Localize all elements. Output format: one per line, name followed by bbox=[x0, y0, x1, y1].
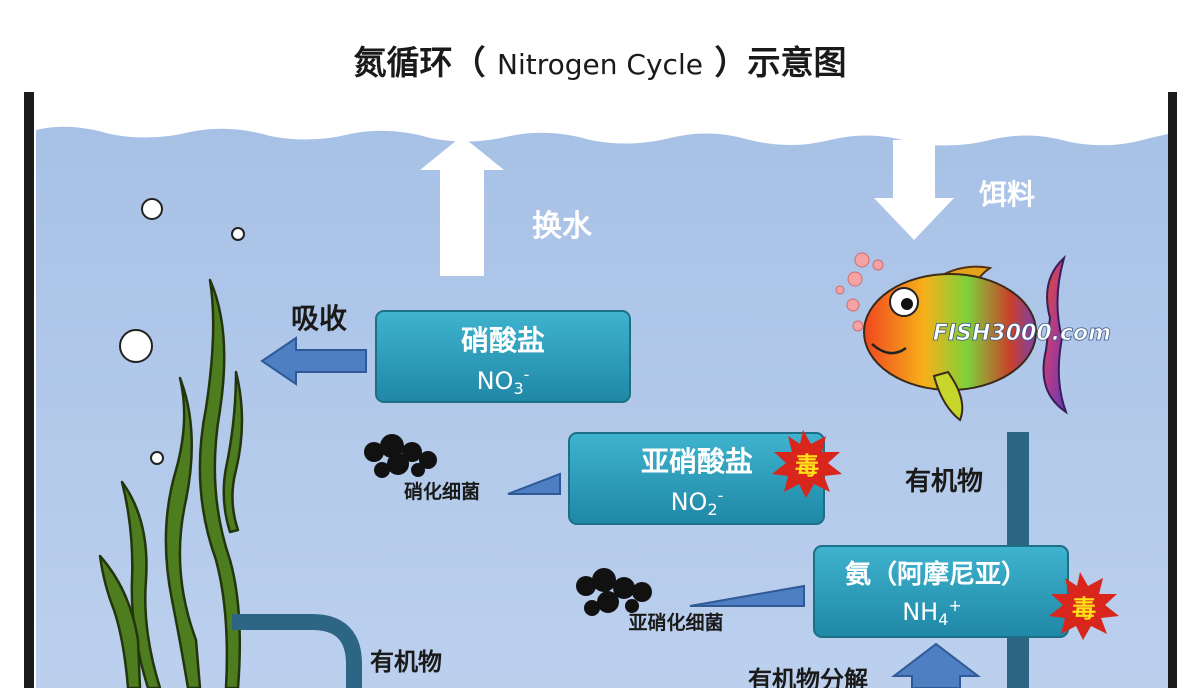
ammonia-name: 氨（阿摩尼亚） bbox=[845, 559, 1027, 590]
absorb-arrow bbox=[260, 336, 367, 386]
organic-decompose-label: 有机物分解 bbox=[748, 666, 868, 688]
toxic-star-ammonia: 毒 bbox=[1049, 572, 1119, 640]
nitrate-name: 硝酸盐 bbox=[461, 324, 545, 357]
feed-label: 饵料 bbox=[979, 178, 1035, 211]
water-change-label: 换水 bbox=[532, 209, 593, 244]
tank-wall-right bbox=[1168, 92, 1177, 688]
ammonia-to-nitrite-arrow bbox=[689, 584, 805, 607]
organic-right-label: 有机物 bbox=[905, 467, 983, 497]
ammonia-box: 氨（阿摩尼亚） NH4+ bbox=[813, 545, 1069, 638]
watermark-text: FISH3000.com bbox=[933, 321, 1111, 346]
nitrate-formula: NO3- bbox=[477, 365, 530, 398]
toxic-label-nitrite: 毒 bbox=[795, 452, 819, 480]
organic-pipe-left bbox=[232, 614, 362, 688]
decompose-arrow bbox=[891, 642, 981, 688]
toxic-label-ammonia: 毒 bbox=[1072, 595, 1096, 623]
nitrifying-bacteria-label: 硝化细菌 bbox=[404, 480, 480, 503]
title-part-3: ）示意图 bbox=[714, 43, 847, 82]
nitrite-formula: NO2- bbox=[671, 486, 724, 519]
fish-illustration bbox=[835, 252, 1069, 422]
nitrite-to-nitrate-arrow bbox=[507, 472, 561, 495]
title-part-1: 氮循环（ bbox=[353, 43, 486, 82]
feed-arrow bbox=[874, 140, 954, 240]
nitrite-box: 亚硝酸盐 NO2- bbox=[568, 432, 825, 525]
toxic-star-nitrite: 毒 bbox=[772, 430, 842, 498]
aquatic-plant bbox=[98, 278, 244, 688]
organic-left-label: 有机物 bbox=[370, 648, 442, 676]
absorb-label: 吸收 bbox=[291, 302, 347, 335]
nitrifying-bacteria-cluster bbox=[364, 434, 437, 478]
water-change-arrow bbox=[420, 136, 504, 276]
bubbles bbox=[119, 198, 245, 465]
nitrite-bacteria-cluster bbox=[576, 568, 652, 616]
tank-wall-left bbox=[24, 92, 34, 688]
nitrite-name: 亚硝酸盐 bbox=[641, 445, 753, 478]
nitrate-box: 硝酸盐 NO3- bbox=[375, 310, 631, 403]
title-part-2: Nitrogen Cycle bbox=[497, 48, 703, 81]
nitrite-bacteria-label: 亚硝化细菌 bbox=[628, 611, 723, 634]
ammonia-formula: NH4+ bbox=[902, 596, 962, 629]
page-title: 氮循环（ Nitrogen Cycle ）示意图 bbox=[0, 36, 1200, 84]
